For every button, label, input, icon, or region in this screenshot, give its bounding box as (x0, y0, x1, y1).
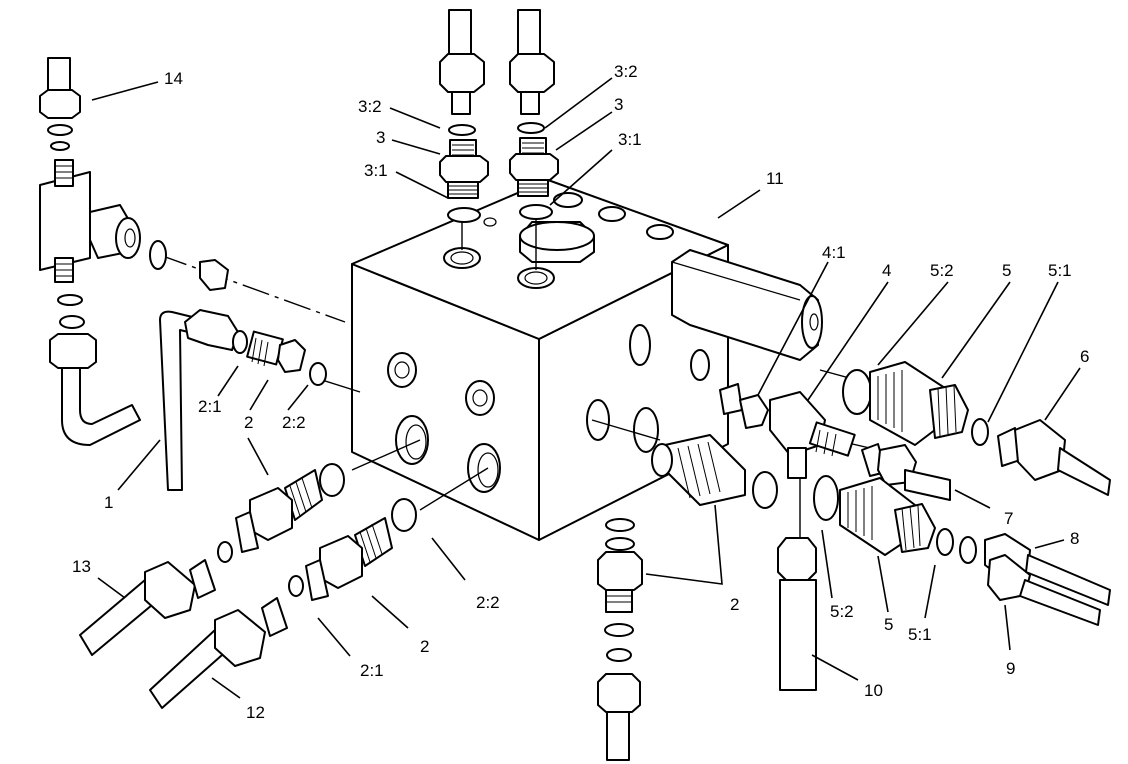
top-right-hose-assembly (509, 9, 559, 220)
cartridge-valve (671, 249, 823, 361)
tee-fitting-assembly (39, 57, 229, 446)
callout-5-2-top: 5:2 (930, 261, 954, 280)
top-left-hose-assembly (439, 9, 489, 223)
allen-key (159, 310, 226, 491)
callout-2-1-bottom: 2:1 (360, 661, 384, 680)
hose-6 (997, 419, 1111, 496)
hose-12 (149, 597, 288, 709)
callout-2-2-top: 2:2 (282, 413, 306, 432)
lower-adapter-5 (813, 475, 954, 556)
callout-7: 7 (1004, 509, 1013, 528)
callout-5-2-bottom: 5:2 (830, 602, 854, 621)
callout-9: 9 (1006, 659, 1015, 678)
center-fitting (651, 434, 778, 509)
callout-11: 11 (766, 169, 784, 188)
tee-4-assembly (719, 383, 887, 479)
callout-3-1-left: 3:1 (364, 161, 388, 180)
callout-1: 1 (104, 493, 113, 512)
hose-8-9 (959, 533, 1111, 626)
hose-10 (777, 537, 817, 691)
callout-3-2-right: 3:2 (614, 62, 638, 81)
callout-2-2-bottom: 2:2 (476, 593, 500, 612)
callout-4: 4 (882, 261, 891, 280)
callout-2-center: 2 (730, 595, 739, 614)
callout-3-right: 3 (614, 95, 623, 114)
front-upper-fitting (217, 463, 345, 563)
callout-3-1-right: 3:1 (618, 130, 642, 149)
callout-5-bottom: 5 (884, 615, 893, 634)
left-small-fitting (184, 309, 327, 386)
callout-5-top: 5 (1002, 261, 1011, 280)
callout-6: 6 (1080, 347, 1089, 366)
callout-labels: 14 3:2 3 3:1 3:2 3 3:1 11 4:1 4 5:2 5 5:… (72, 62, 1089, 722)
front-lower-fitting (288, 498, 417, 601)
callout-2-1-top: 2:1 (198, 397, 222, 416)
leader-lines (91, 77, 1081, 699)
callout-14: 14 (164, 69, 183, 88)
callout-3-left: 3 (376, 128, 385, 147)
center-vertical-fitting (597, 518, 643, 761)
callout-5-1-bottom: 5:1 (908, 625, 932, 644)
upper-adapter-5 (842, 361, 989, 446)
callout-12: 12 (246, 703, 265, 722)
callout-10: 10 (864, 681, 883, 700)
callout-13: 13 (72, 557, 91, 576)
plug-7 (877, 444, 951, 501)
callout-2-bottom: 2 (420, 637, 429, 656)
callout-2-top: 2 (244, 413, 253, 432)
hose-13 (79, 559, 216, 656)
manifold-block (351, 179, 729, 541)
callout-3-2-left: 3:2 (358, 97, 382, 116)
callout-5-1-top: 5:1 (1048, 261, 1072, 280)
callout-4-1: 4:1 (822, 243, 846, 262)
callout-8: 8 (1070, 529, 1079, 548)
